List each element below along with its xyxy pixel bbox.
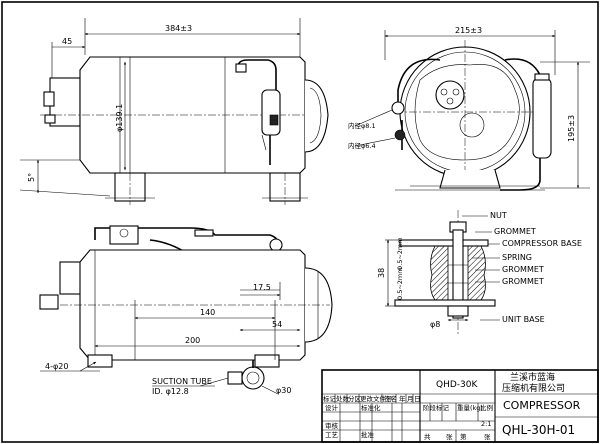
title-block: 标记 处数 分区 更改文件号 签名 年 月 日 设计 标准化 审核 工艺 批准 … <box>321 369 599 443</box>
tb-col-jieduan: 阶段标记 <box>423 403 450 412</box>
dim-side-height: 195±3 <box>567 115 576 142</box>
label-inner-dia-64: 内径φ6.4 <box>348 141 376 150</box>
tb-hdr-biaoji: 标记 <box>323 394 337 403</box>
tb-row-sheji: 设计 <box>325 403 339 412</box>
tb-company-1: 兰溪市蓝海 <box>510 371 555 383</box>
tb-hdr-qianming: 签名 <box>384 394 397 403</box>
tb-row-pizhun: 批准 <box>361 430 375 439</box>
dim-17-5: 17.5 <box>253 283 271 292</box>
tb-col-bili: 比例 <box>480 403 493 412</box>
suction-tube-label: SUCTION TUBE <box>152 377 212 386</box>
dim-mount-phi8: φ8 <box>430 320 440 329</box>
dim-200: 200 <box>185 336 200 345</box>
dim-mount-gap-a: 0.5~2mm <box>396 237 404 270</box>
tb-model: QHD-30K <box>436 380 478 390</box>
label-grommet-1: GROMMET <box>494 227 536 236</box>
tb-row-shenhe: 审核 <box>325 421 339 430</box>
dim-length: 384±3 <box>165 24 192 33</box>
dim-width: 215±3 <box>455 26 482 35</box>
label-grommet-3: GROMMET <box>502 277 544 286</box>
tb-hdr-wenjian: 更改文件号 <box>360 394 393 403</box>
dim-angle: 5° <box>27 173 36 182</box>
suction-tube-dia: ID. φ12.8 <box>152 387 189 396</box>
tb-col-zhongliang: 重量(kg) <box>457 404 483 412</box>
label-inner-dia-81: 内径φ8.1 <box>348 121 376 130</box>
front-view: 384±3 45 φ139.1 5° <box>19 18 330 205</box>
tb-zhang1: 张 <box>446 432 453 441</box>
dim-mount-gap-b: 0.5~2mm <box>396 267 404 300</box>
tb-scale: 2:1 <box>481 420 491 428</box>
tb-row-biaozhunhua: 标准化 <box>361 403 381 412</box>
tb-gong: 共 <box>424 432 431 441</box>
top-view: 17.5 140 54 200 4-φ20 SUCTION TUBE ID. φ… <box>39 225 333 396</box>
label-compressor-base: COMPRESSOR BASE <box>502 239 582 248</box>
dim-45: 45 <box>62 37 72 46</box>
label-grommet-2: GROMMET <box>502 265 544 274</box>
tb-hdr-chushu: 处数 <box>336 394 350 403</box>
dim-140: 140 <box>200 308 215 317</box>
label-unit-base: UNIT BASE <box>502 315 545 324</box>
dim-54: 54 <box>272 320 282 329</box>
tb-zhang2: 张 <box>484 432 491 441</box>
tb-row-gongyi: 工艺 <box>325 431 339 439</box>
dim-30: φ30 <box>276 386 291 395</box>
label-spring: SPRING <box>502 253 532 262</box>
tb-hdr-fenqu: 分区 <box>348 394 362 403</box>
label-nut: NUT <box>490 211 507 220</box>
tb-company-2: 压缩机有限公司 <box>502 382 565 394</box>
dim-holes: 4-φ20 <box>45 362 68 371</box>
side-view: 215±3 195±3 内径φ8.1 内径φ6.4 <box>348 26 590 191</box>
tb-hdr-nian: 年 <box>399 394 406 403</box>
mount-detail: NUT GROMMET COMPRESSOR BASE SPRING GROMM… <box>377 210 582 335</box>
dim-body-dia: φ139.1 <box>115 104 124 132</box>
tb-hdr-ri: 日 <box>414 395 421 403</box>
tb-name: COMPRESSOR <box>503 399 581 412</box>
dim-mount-38: 38 <box>377 268 386 278</box>
tb-di: 第 <box>460 432 467 441</box>
tb-drawing-no: QHL-30H-01 <box>502 423 575 437</box>
tb-hdr-yue: 月 <box>407 395 414 403</box>
